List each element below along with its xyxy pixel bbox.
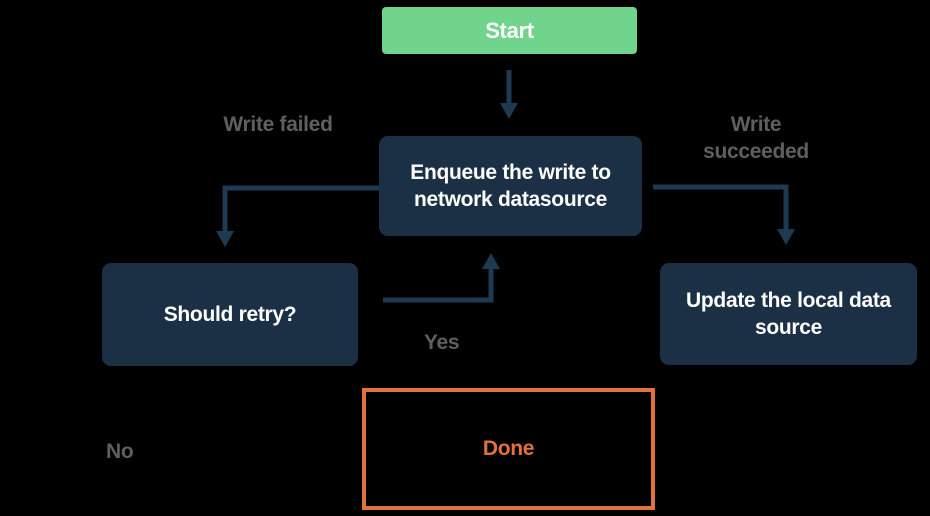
node-update-local-data: Update the local data source [660, 263, 917, 365]
edge-label-write-succeeded: Write succeeded [703, 113, 809, 163]
node-enqueue-write: Enqueue the write to network datasource [379, 136, 642, 236]
node-done: Done [362, 388, 655, 510]
node-start: Start [382, 7, 637, 54]
edge-label-yes: Yes [424, 331, 460, 354]
arrow-start-to-enqueue [500, 70, 518, 119]
edge-label-write-failed: Write failed [223, 113, 333, 136]
arrow-enqueue-to-update-local [653, 184, 795, 245]
arrow-enqueue-to-should-retry [216, 185, 379, 247]
arrow-should-retry-to-enqueue [383, 253, 500, 303]
node-should-retry: Should retry? [102, 263, 358, 366]
edge-label-no: No [106, 440, 134, 463]
